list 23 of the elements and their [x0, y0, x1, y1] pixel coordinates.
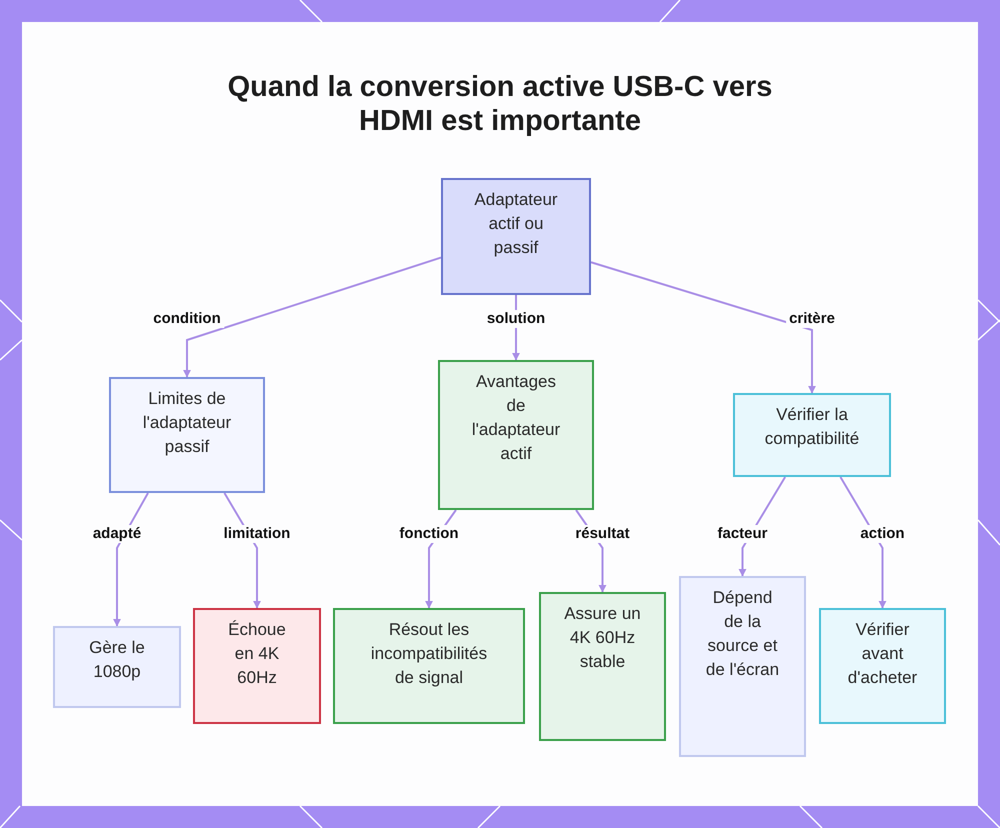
node-text: Échoue en 4K 60Hz	[227, 619, 287, 689]
node-text: Vérifier avant d'acheter	[846, 619, 918, 689]
connector-arrow	[590, 261, 816, 394]
node-text: Limites de l'adaptateur passif	[142, 388, 232, 458]
concept-box	[53, 626, 181, 708]
concept-box	[733, 393, 891, 477]
concept-box	[438, 360, 594, 510]
concept-box	[109, 377, 265, 493]
node-text: Gère le 1080p	[88, 637, 146, 683]
title: Quand la conversion active USB-C vers HDMI est importante	[226, 70, 774, 138]
concept-box	[679, 576, 806, 757]
concept-box	[819, 608, 946, 724]
node-text: Résout les incompatibilités de signal	[370, 619, 488, 689]
concept-box	[539, 592, 666, 741]
node-text: Adaptateur actif ou passif	[473, 189, 559, 259]
connector-arrow	[183, 256, 442, 378]
concept-box	[193, 608, 321, 724]
node-text: Vérifier la compatibilité	[764, 404, 860, 450]
node-text: Assure un 4K 60Hz stable	[563, 603, 642, 673]
node-text: Dépend de la source et de l'écran	[704, 587, 780, 681]
concept-box	[441, 178, 591, 295]
node-text: Avantages de l'adaptateur actif	[470, 371, 562, 465]
concept-box	[333, 608, 525, 724]
